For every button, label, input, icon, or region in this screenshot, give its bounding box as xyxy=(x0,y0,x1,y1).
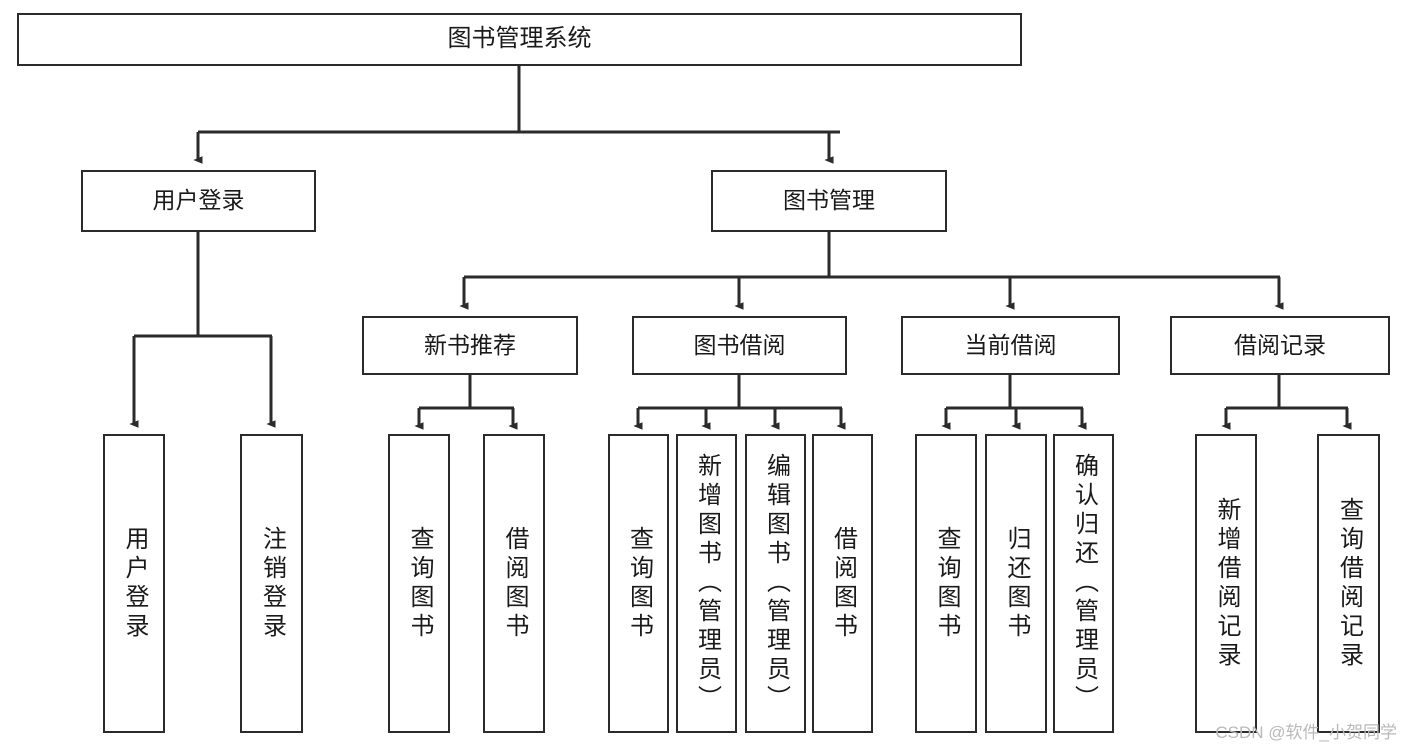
node-leaf-query-book-2[interactable]: 查询图书 xyxy=(608,434,669,733)
node-current-borrow-label: 当前借阅 xyxy=(964,331,1057,358)
node-leaf-query-book-3[interactable]: 查询图书 xyxy=(915,434,977,733)
node-leaf-add-book-label: 新增图书（管理员） xyxy=(693,453,721,714)
node-leaf-logout[interactable]: 注销登录 xyxy=(240,434,303,733)
node-root-label: 图书管理系统 xyxy=(447,25,592,53)
node-leaf-query-record-label: 查询借阅记录 xyxy=(1335,496,1363,671)
edge-group-borrow-records xyxy=(1221,375,1352,430)
edge-group-current-borrow xyxy=(941,375,1087,430)
node-leaf-add-record[interactable]: 新增借阅记录 xyxy=(1195,434,1257,733)
node-root[interactable]: 图书管理系统 xyxy=(17,13,1022,66)
node-leaf-confirm-return[interactable]: 确认归还（管理员） xyxy=(1053,434,1114,733)
node-leaf-logout-label: 注销登录 xyxy=(258,525,286,642)
node-book-manage-label: 图书管理 xyxy=(783,187,875,214)
node-leaf-query-book-3-label: 查询图书 xyxy=(933,525,960,642)
node-new-book-rec[interactable]: 新书推荐 xyxy=(362,316,578,375)
node-leaf-return-book-label: 归还图书 xyxy=(1003,525,1030,642)
node-leaf-add-record-label: 新增借阅记录 xyxy=(1213,496,1240,671)
node-leaf-add-book[interactable]: 新增图书（管理员） xyxy=(676,434,737,733)
node-leaf-borrow-book-2[interactable]: 借阅图书 xyxy=(812,434,873,733)
edge-group-book-borrow xyxy=(633,375,846,430)
node-book-borrow[interactable]: 图书借阅 xyxy=(632,316,847,375)
node-leaf-query-record[interactable]: 查询借阅记录 xyxy=(1317,434,1380,733)
edge-group-user-login xyxy=(129,232,276,428)
node-leaf-edit-book-label: 编辑图书（管理员） xyxy=(762,453,790,714)
node-user-login-label: 用户登录 xyxy=(152,187,245,214)
node-leaf-borrow-book-1-label: 借阅图书 xyxy=(501,525,528,642)
node-book-manage[interactable]: 图书管理 xyxy=(711,170,947,232)
edge-group-book-manage xyxy=(459,232,1284,310)
node-leaf-query-book-1[interactable]: 查询图书 xyxy=(388,434,450,733)
edge-group-root xyxy=(193,66,840,164)
node-leaf-user-login[interactable]: 用户登录 xyxy=(103,434,165,733)
node-borrow-records[interactable]: 借阅记录 xyxy=(1170,316,1390,375)
node-leaf-query-book-1-label: 查询图书 xyxy=(406,525,433,642)
node-leaf-user-login-label: 用户登录 xyxy=(121,525,148,642)
node-leaf-edit-book[interactable]: 编辑图书（管理员） xyxy=(745,434,806,733)
edge-group-new-book-rec xyxy=(414,375,518,430)
node-leaf-confirm-return-label: 确认归还（管理员） xyxy=(1070,453,1098,714)
node-current-borrow[interactable]: 当前借阅 xyxy=(901,316,1120,375)
node-borrow-records-label: 借阅记录 xyxy=(1234,331,1326,358)
node-leaf-return-book[interactable]: 归还图书 xyxy=(985,434,1047,733)
node-new-book-rec-label: 新书推荐 xyxy=(424,331,516,358)
node-book-borrow-label: 图书借阅 xyxy=(693,331,786,358)
node-leaf-borrow-book-1[interactable]: 借阅图书 xyxy=(483,434,545,733)
node-user-login[interactable]: 用户登录 xyxy=(81,170,316,232)
node-leaf-query-book-2-label: 查询图书 xyxy=(625,525,653,642)
node-leaf-borrow-book-2-label: 借阅图书 xyxy=(829,525,857,642)
